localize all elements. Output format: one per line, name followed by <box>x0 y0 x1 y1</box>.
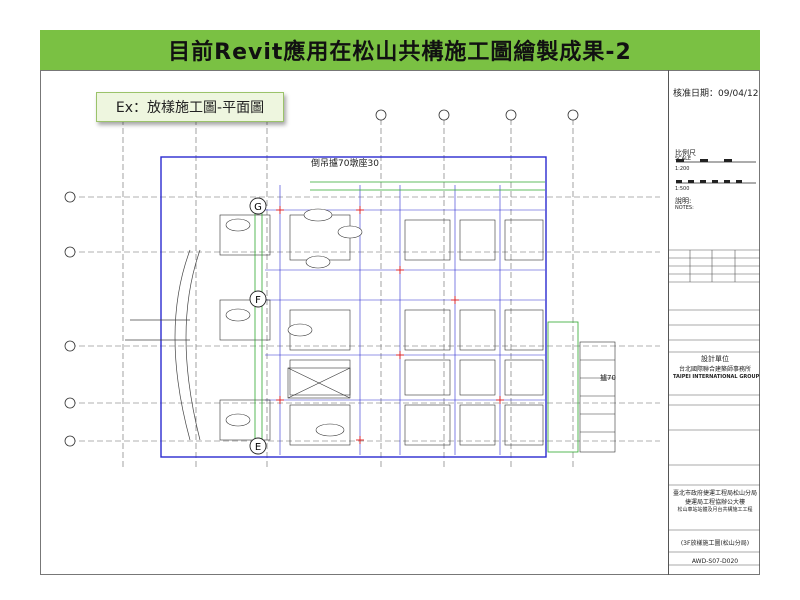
approval-date: 核准日期：09/04/12 <box>673 89 759 99</box>
slide-title-bar: 目前Revit應用在松山共構施工圖繪製成果-2 <box>40 30 760 70</box>
red-markers <box>276 206 504 444</box>
plan-right-note: 攎70 <box>600 373 616 382</box>
client-line-2: 捷運局工程協辦公大樓 <box>684 499 745 506</box>
plan-boundary-frame <box>160 156 547 458</box>
scale-bar-ticks <box>676 159 742 183</box>
grid-bubbles-left <box>64 191 76 447</box>
right-annex <box>579 341 616 453</box>
designer-firm-en: TAIPEI INTERNATIONAL GROUP <box>673 374 760 380</box>
callout-label-text: Ex：放樣施工圖-平面圖 <box>115 100 265 116</box>
client-line-1: 臺北市政府捷運工程局松山分局 <box>672 490 757 497</box>
slab-panels <box>219 214 544 446</box>
designer-firm: 台北國際聯合建築師事務所 <box>678 366 751 373</box>
notes-sub-label: NOTES: <box>675 205 694 211</box>
grid-bubbles-main <box>249 197 267 455</box>
scale-label: 比例尺 <box>675 149 696 157</box>
drawing-number: AWD-S07-D020 <box>691 558 739 565</box>
title-block-lines <box>668 249 760 566</box>
scale-ratio-1: 1:200 <box>675 166 690 172</box>
curved-wall-left <box>125 249 201 441</box>
slide-title: 目前Revit應用在松山共構施工圖繪製成果-2 <box>168 40 632 65</box>
grid-lines-vertical <box>122 110 574 470</box>
stair-core <box>287 367 351 399</box>
client-line-3: 松山車站站體及月台共構施工工程 <box>677 507 753 513</box>
grid-label-f: F <box>255 295 261 306</box>
scale-ratio-2: 1:500 <box>675 186 690 192</box>
grid-lines-horizontal <box>70 196 660 442</box>
callout-label: Ex：放樣施工圖-平面圖 <box>96 92 284 122</box>
dimension-lines-green <box>254 181 579 453</box>
element-tags <box>225 208 363 437</box>
scale-sub-label: SCALE <box>675 156 692 162</box>
grid-label-g: G <box>254 202 262 213</box>
plan-top-note: 倒吊攎70墩座30 <box>311 157 379 169</box>
grid-label-e: E <box>255 442 261 453</box>
drawing-name: (3F放樣施工圖(松山分局) <box>680 540 750 547</box>
notes-label: 說明: <box>675 197 692 205</box>
designer-label: 設計單位 <box>701 355 729 363</box>
title-block: 核准日期：09/04/12 比例尺 SCALE 1:200 1:500 說明: … <box>668 70 760 575</box>
